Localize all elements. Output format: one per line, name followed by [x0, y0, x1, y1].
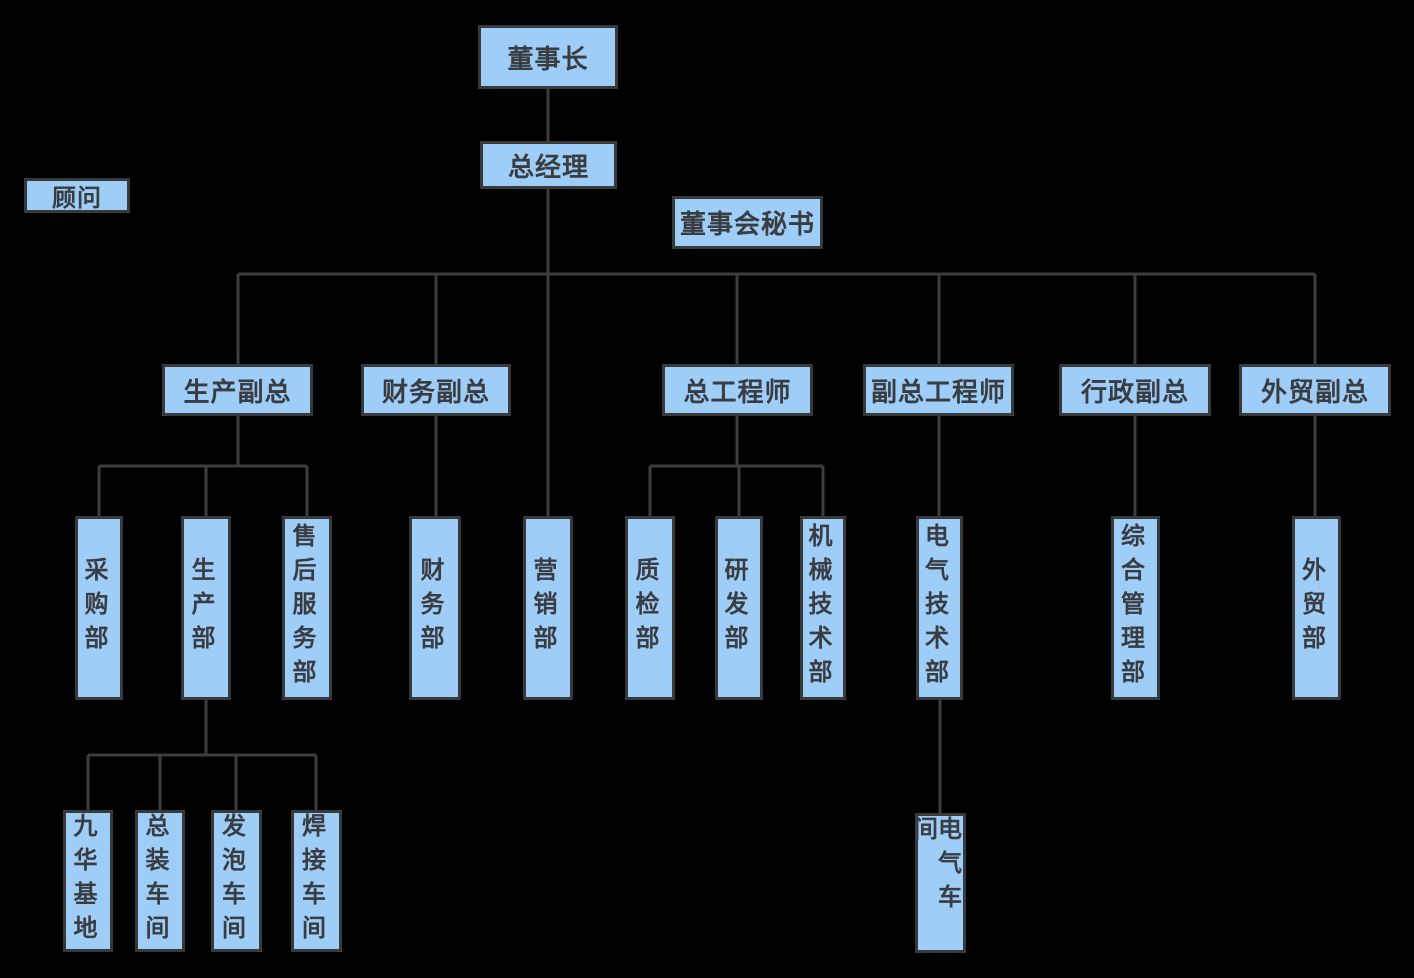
node-purchasing-dept[interactable]: 采购部: [75, 516, 123, 700]
node-production-dept[interactable]: 生产部: [181, 516, 231, 700]
node-quality-dept[interactable]: 质检部: [625, 516, 675, 700]
node-admin-vp[interactable]: 行政副总: [1059, 364, 1211, 416]
node-label: 综合管理部: [1116, 523, 1145, 693]
node-assembly-workshop[interactable]: 总装车间: [135, 810, 185, 952]
node-label: 总装车间: [141, 813, 169, 949]
node-foreign-trade-vp[interactable]: 外贸副总: [1239, 364, 1391, 416]
node-deputy-chief-engineer[interactable]: 副总工程师: [863, 364, 1014, 416]
node-chairman[interactable]: 董事长: [478, 25, 618, 89]
node-label: 财务副总: [381, 377, 490, 408]
node-label: 董事长: [507, 44, 589, 75]
node-general-mgmt-dept[interactable]: 综合管理部: [1111, 516, 1160, 700]
node-label: 焊接车间: [297, 813, 326, 949]
node-rd-dept[interactable]: 研发部: [715, 516, 763, 700]
node-label: 营销部: [529, 557, 557, 659]
node-electrical-tech-dept[interactable]: 电气技术部: [916, 516, 963, 700]
node-label: 生产部: [187, 557, 215, 659]
node-foreign-trade-dept[interactable]: 外贸部: [1292, 516, 1341, 700]
edge-right-vps-children: [937, 416, 1317, 516]
node-board-secretary[interactable]: 董事会秘书: [672, 196, 823, 249]
node-label: 副总工程师: [870, 377, 1006, 408]
edge-chief-engineer-children: [648, 416, 825, 516]
node-advisor[interactable]: 顾问: [24, 178, 130, 213]
node-label: 发泡车间: [217, 813, 246, 949]
node-finance-vp[interactable]: 财务副总: [361, 364, 511, 416]
node-label: 董事会秘书: [679, 210, 815, 240]
node-label: 生产副总: [183, 377, 292, 408]
node-foaming-workshop[interactable]: 发泡车间: [211, 810, 262, 952]
node-label: 外贸部: [1297, 557, 1326, 659]
edge-production-dept-children: [86, 700, 318, 810]
node-mechanical-tech-dept[interactable]: 机械技术部: [800, 516, 846, 700]
edge-main-rail: [236, 272, 1317, 364]
node-label: 九华基地: [69, 813, 97, 949]
node-label: 顾问: [52, 184, 102, 212]
node-electrical-workshop[interactable]: 电气车间: [909, 813, 966, 953]
node-label: 研发部: [720, 557, 748, 659]
node-welding-workshop[interactable]: 焊接车间: [291, 810, 342, 952]
node-production-vp[interactable]: 生产副总: [162, 364, 313, 416]
node-label: 机械技术部: [804, 523, 832, 693]
node-label: 售后服务部: [288, 523, 316, 693]
node-label: 采购部: [80, 557, 108, 659]
node-general-manager[interactable]: 总经理: [480, 141, 617, 189]
node-label: 电气车间: [909, 816, 962, 918]
node-jiuhua-base[interactable]: 九华基地: [63, 810, 113, 952]
node-finance-dept[interactable]: 财务部: [409, 516, 461, 700]
node-marketing-dept[interactable]: 营销部: [523, 516, 573, 700]
node-label: 财务部: [416, 557, 444, 659]
node-label: 质检部: [631, 557, 659, 659]
node-label: 总经理: [507, 152, 589, 183]
node-chief-engineer[interactable]: 总工程师: [662, 364, 813, 416]
node-label: 电气技术部: [920, 523, 949, 693]
node-label: 外贸副总: [1260, 377, 1369, 408]
node-label: 行政副总: [1080, 377, 1189, 408]
edge-production-vp-children: [97, 416, 309, 516]
node-label: 总工程师: [683, 377, 792, 408]
node-after-sales-dept[interactable]: 售后服务部: [282, 516, 332, 700]
